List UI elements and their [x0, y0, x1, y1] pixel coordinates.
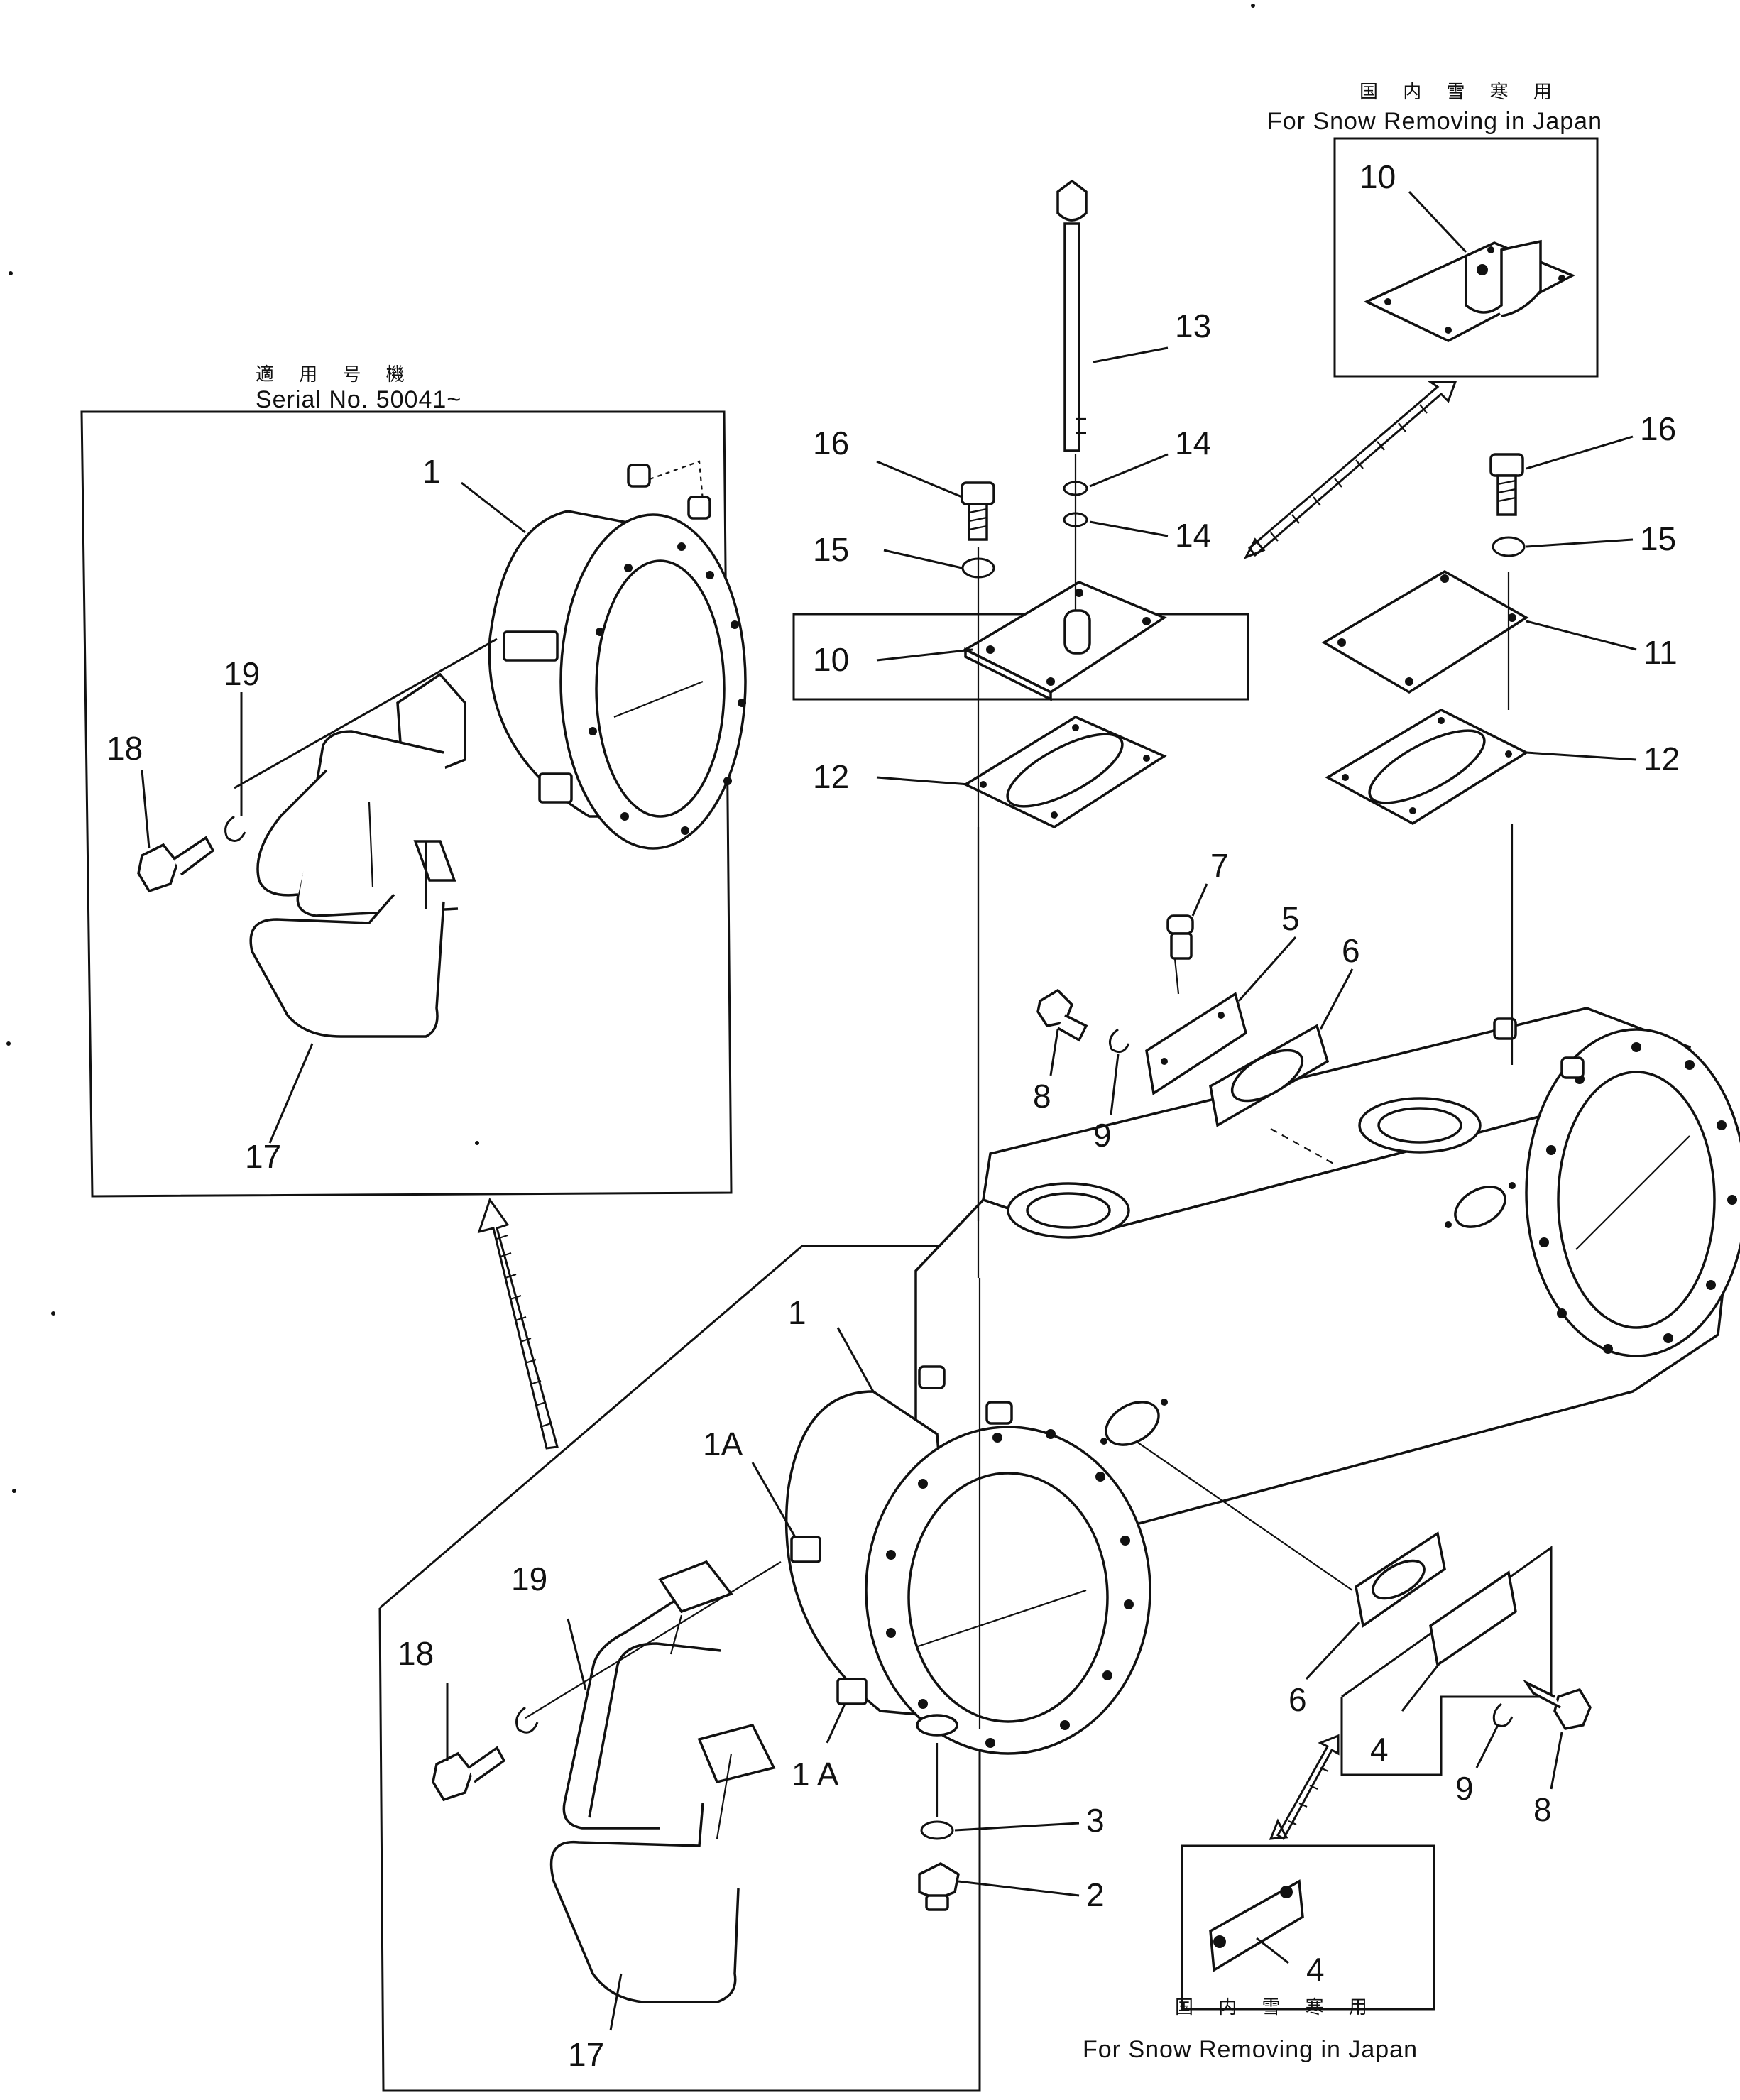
- callout-7: 7: [1210, 847, 1229, 884]
- inset-box-serial: [80, 410, 733, 1198]
- hatched-arrow-snow-top: [1243, 381, 1457, 559]
- part4-outline: [1340, 1546, 1553, 1776]
- bolt-16-left: [961, 481, 995, 541]
- callout-14-b: 14: [1175, 517, 1211, 554]
- washer-15-right: [1492, 536, 1526, 557]
- callout-5: 5: [1281, 900, 1300, 937]
- snow-caption-bottom-jp: 国 内 雪 寒 用: [1175, 1996, 1377, 2018]
- callout-10-main: 10: [813, 641, 849, 678]
- callout-18-inset: 18: [106, 730, 143, 767]
- callout-13: 13: [1175, 307, 1211, 344]
- callout-1-main: 1: [788, 1294, 806, 1331]
- callout-19-inset: 19: [224, 655, 260, 692]
- callout-12-left: 12: [813, 758, 849, 795]
- callout-1a-bottom: 1 A: [792, 1756, 839, 1793]
- washer-19-main: [515, 1706, 539, 1734]
- callout-11: 11: [1643, 634, 1678, 671]
- callout-8-bottom: 8: [1533, 1791, 1552, 1828]
- callout-6-top: 6: [1342, 932, 1360, 969]
- assembly-lines: [525, 454, 1514, 1817]
- bolt-8-top: [1036, 988, 1088, 1042]
- washer-9-bottom: [1492, 1702, 1514, 1727]
- gasket-6-bottom: [1355, 1531, 1446, 1628]
- washer-19-inset: [224, 815, 246, 842]
- hatched-arrow-snow-bottom: [1269, 1734, 1340, 1841]
- handle-17-inset: [249, 730, 459, 1038]
- left-bolt-holes: [886, 1429, 1134, 1748]
- plug-2: [918, 1862, 960, 1911]
- callout-18-main: 18: [398, 1635, 434, 1672]
- o-ring-3: [920, 1820, 954, 1840]
- callout-1-inset: 1: [422, 453, 441, 490]
- callout-6-bottom: 6: [1288, 1681, 1307, 1718]
- callout-16-right: 16: [1640, 410, 1676, 447]
- callout-9-bottom: 9: [1455, 1770, 1474, 1807]
- callout-1a-top: 1A: [703, 1426, 743, 1462]
- callout-17-inset: 17: [245, 1138, 281, 1175]
- gasket-6-top: [1209, 1024, 1330, 1127]
- inset-box-snow-top: 10: [1333, 137, 1599, 378]
- snow-caption-top-en: For Snow Removing in Japan: [1267, 108, 1602, 135]
- callout-19-main: 19: [511, 1560, 547, 1597]
- dipstick-13: [1056, 179, 1088, 452]
- callout-15-right: 15: [1640, 520, 1676, 557]
- plate-4-main: [1429, 1570, 1517, 1667]
- callout-4-inset: 4: [1306, 1951, 1325, 1988]
- callout-14-a: 14: [1175, 425, 1211, 461]
- bolt-18-main: [432, 1746, 506, 1802]
- callout-9-top: 9: [1093, 1117, 1112, 1154]
- callout-16-left: 16: [813, 425, 849, 461]
- callout-2: 2: [1086, 1876, 1105, 1913]
- inset-box-snow-bottom: 4: [1181, 1844, 1435, 2011]
- handle-17-main: [549, 1560, 776, 2003]
- snow-caption-bottom-en: For Snow Removing in Japan: [1083, 2036, 1418, 2063]
- part10-outline: [792, 613, 1249, 701]
- bolt-18-inset: [137, 836, 215, 893]
- hatched-arrow-serial: [477, 1197, 559, 1450]
- serial-caption-en: Serial No. 50041~: [256, 386, 461, 413]
- plate-5: [1145, 992, 1248, 1095]
- gasket-12-left: [963, 716, 1167, 829]
- breather-7: [1166, 914, 1194, 960]
- bolt-8-bottom: [1522, 1679, 1592, 1730]
- plate-11: [1321, 569, 1529, 694]
- gear-case-main: [784, 1007, 1740, 1755]
- callout-numbers: 13 14 14 16 15 10 12 16 15 11 12 7 5 6 8…: [106, 307, 1680, 2073]
- washer-9-top: [1109, 1028, 1130, 1054]
- serial-caption-jp: 適 用 号 機: [256, 363, 415, 385]
- callout-4-main: 4: [1370, 1731, 1389, 1768]
- bolt-16-right: [1489, 453, 1524, 516]
- leader-lines: [141, 346, 1637, 2031]
- cover-10-main: [963, 581, 1167, 701]
- callout-15-left: 15: [813, 531, 849, 568]
- callout-17-main: 17: [568, 2036, 604, 2073]
- snow-caption-top-jp: 国 内 雪 寒 用: [1359, 81, 1562, 102]
- callout-3: 3: [1086, 1802, 1105, 1839]
- callout-12-right: 12: [1643, 740, 1680, 777]
- callout-10-inset: 10: [1359, 158, 1396, 195]
- gasket-12-right: [1325, 709, 1529, 826]
- callout-8-top: 8: [1033, 1078, 1051, 1115]
- scan-specks: [6, 4, 1255, 1493]
